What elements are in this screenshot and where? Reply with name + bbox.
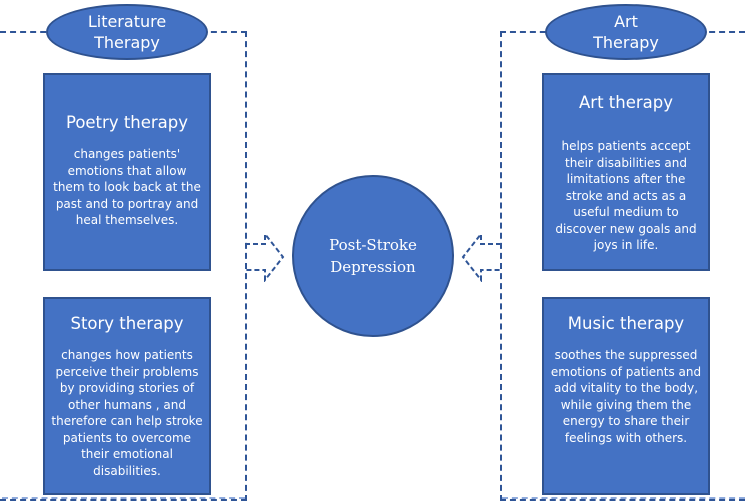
center-label-line2: Depression — [330, 258, 416, 276]
story-therapy-card: Story therapy changes how patients perce… — [43, 297, 211, 495]
art-therapy-title: Art therapy — [579, 93, 673, 112]
art-therapy-header-line1: Art — [614, 12, 638, 31]
left-bottom-border — [2, 497, 245, 499]
center-label-line1: Post-Stroke — [329, 236, 417, 254]
art-therapy-header-line2: Therapy — [593, 33, 659, 52]
right-bottom-border — [502, 497, 745, 499]
art-therapy-card: Art therapy helps patients accept their … — [542, 73, 710, 271]
right-arrow-icon — [245, 232, 285, 282]
poetry-therapy-description: changes patients' emotions that allow th… — [53, 147, 201, 227]
literature-therapy-header-line2: Therapy — [94, 33, 160, 52]
left-arrow-icon — [461, 232, 501, 282]
post-stroke-depression-node: Post-Stroke Depression — [292, 175, 454, 337]
story-therapy-description: changes how patients perceive their prob… — [51, 348, 203, 478]
music-therapy-card: Music therapy soothes the suppressed emo… — [542, 297, 710, 495]
music-therapy-title: Music therapy — [567, 314, 685, 333]
poetry-therapy-card: Poetry therapy changes patients' emotion… — [43, 73, 211, 271]
music-therapy-description: soothes the suppressed emotions of patie… — [550, 348, 702, 445]
literature-therapy-header: Literature Therapy — [46, 4, 208, 60]
poetry-therapy-title: Poetry therapy — [65, 113, 189, 132]
art-therapy-header: Art Therapy — [545, 4, 707, 60]
art-therapy-description: helps patients accept their disabilities… — [555, 139, 697, 252]
story-therapy-title: Story therapy — [70, 314, 184, 333]
literature-therapy-header-line1: Literature — [87, 12, 167, 31]
